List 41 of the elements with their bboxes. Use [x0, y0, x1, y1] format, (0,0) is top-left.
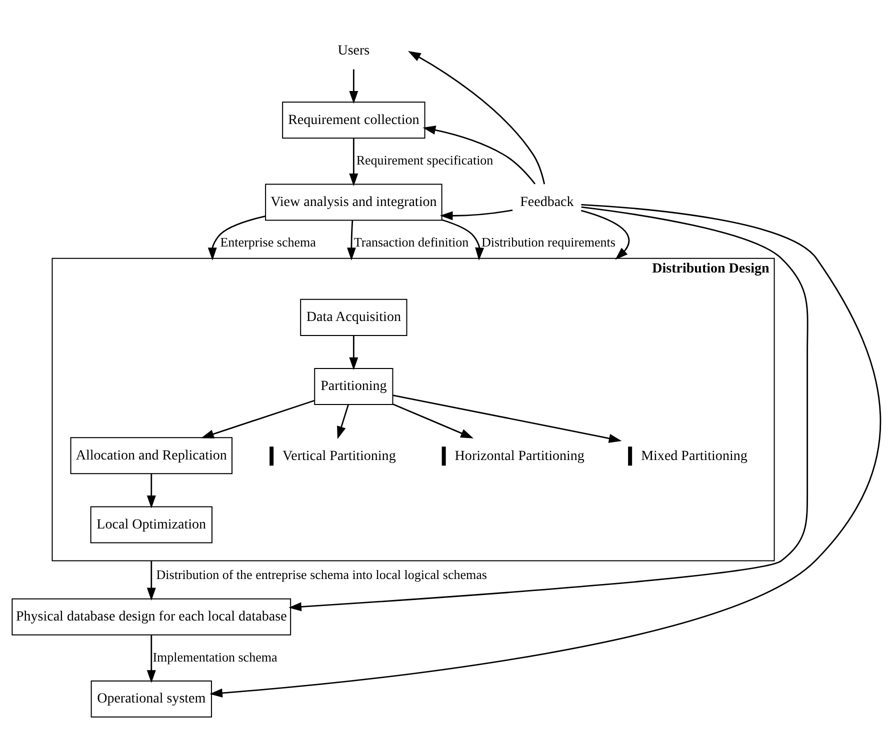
node-text: Feedback	[520, 194, 574, 210]
node-box: Partitioning	[314, 368, 394, 406]
arrow	[208, 215, 266, 260]
node-text: Users	[338, 44, 370, 59]
edge-label: Distribution requirements	[481, 234, 616, 250]
node-box: Local Optimization	[90, 506, 212, 544]
arrow	[422, 126, 536, 184]
arrow	[288, 206, 808, 612]
node-label: Mixed Partitioning	[641, 448, 748, 464]
node-box	[442, 446, 446, 466]
edge-label: Transaction definition	[354, 234, 469, 250]
arrow	[580, 210, 630, 260]
arrow	[146, 635, 156, 683]
node-box: Physical database design for each local database	[12, 598, 292, 636]
edge-label: Enterprise schema	[220, 234, 316, 250]
arrow	[337, 404, 349, 440]
arrow	[392, 403, 474, 438]
edge-label: Requirement specification	[356, 152, 494, 168]
node-box	[628, 446, 632, 466]
arrow	[392, 394, 622, 443]
node-box: Allocation and Replication	[70, 437, 232, 474]
edge-label: Distribution of the entreprise schema into local logical schemas	[156, 567, 487, 582]
arrow	[442, 219, 484, 260]
arrow	[201, 400, 314, 438]
arrow	[210, 204, 881, 698]
node-box: Requirement collection	[282, 102, 426, 139]
arrow	[146, 560, 156, 601]
arrow	[408, 51, 546, 184]
node-label: Vertical Partitioning	[282, 448, 396, 464]
arrow	[346, 220, 356, 260]
arrow	[349, 138, 358, 186]
arrow	[146, 474, 156, 508]
arrow	[440, 209, 513, 220]
node-box: Data Acquisition	[300, 298, 408, 336]
arrow	[349, 336, 358, 370]
node-box	[270, 446, 274, 466]
node-box: View analysis and integration	[265, 184, 442, 221]
node-label: Horizontal Partitioning	[454, 448, 584, 464]
edge-label: Implementation schema	[152, 649, 278, 664]
arrow	[349, 69, 358, 104]
node-box: Operational system	[90, 680, 212, 718]
